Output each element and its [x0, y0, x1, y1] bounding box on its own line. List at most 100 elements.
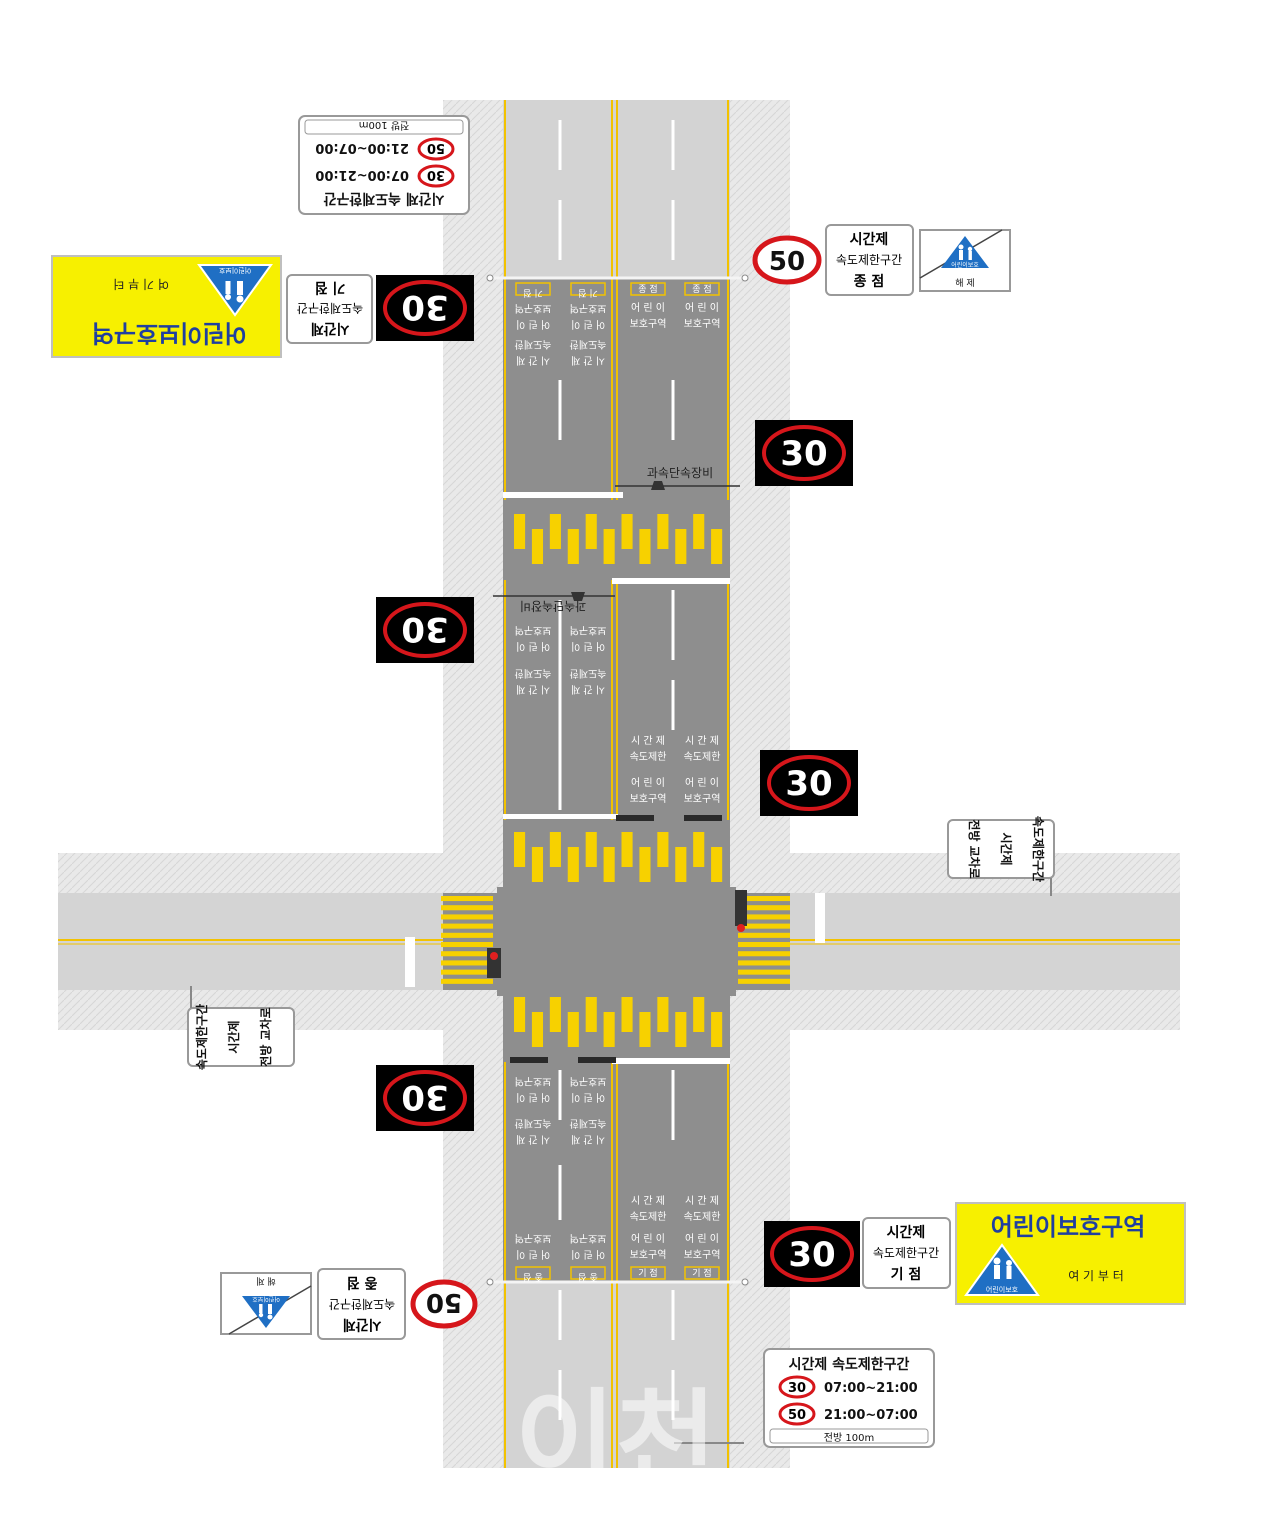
lane-marking-text: 어 린 이: [631, 777, 665, 789]
svg-text:50: 50: [788, 1408, 806, 1423]
svg-text:50: 50: [426, 1287, 462, 1317]
lane-marking-text: 시 간 제: [571, 354, 605, 366]
lane-marking-text: 속도제한: [570, 667, 607, 679]
lane-marking-text: 보호구역: [684, 793, 721, 805]
lane-marking-text: 보호구역: [570, 1232, 607, 1244]
svg-text:07:00~21:00: 07:00~21:00: [315, 167, 409, 182]
lane-dashes: [558, 120, 675, 1420]
svg-text:속도제한구간: 속도제한구간: [329, 1297, 395, 1311]
lane-marking-text: 보호구역: [630, 793, 667, 805]
svg-text:전방 교차로: 전방 교차로: [967, 819, 982, 878]
school-zone-sign-south: 어린이보호구역 어린이보호 여 기 부 터: [955, 1202, 1186, 1305]
svg-text:기 점: 기 점: [891, 1266, 922, 1283]
lane-marking-text: 속도제한: [515, 667, 552, 679]
svg-text:시간제: 시간제: [226, 1020, 241, 1053]
svg-text:여 기 부 터: 여 기 부 터: [1068, 1269, 1124, 1283]
lane-marking-text: 어 린 이: [516, 1248, 550, 1260]
svg-text:30: 30: [780, 434, 827, 474]
svg-text:어린이보호: 어린이보호: [951, 261, 979, 269]
svg-text:30: 30: [401, 609, 448, 649]
svg-text:속도제한구간: 속도제한구간: [873, 1246, 939, 1260]
lane-marking-text: 어 린 이: [571, 1248, 605, 1260]
svg-text:전방 100m: 전방 100m: [824, 1432, 874, 1444]
school-zone-sign-north: 어린이보호구역 어린이보호 여 기 부 터: [51, 255, 282, 358]
svg-text:전방 100m: 전방 100m: [359, 119, 409, 131]
lane-marking-text: 보호구역: [684, 318, 721, 330]
svg-text:어린이보호구역: 어린이보호구역: [92, 319, 247, 347]
vms-30-north-3: 30: [376, 1065, 474, 1131]
lane-marking-text: 어 린 이: [571, 318, 605, 330]
vms-30-south-1: 30: [755, 420, 853, 486]
lane-marking-text: 속도제한: [684, 751, 721, 763]
vms-30-north-2: 30: [376, 597, 474, 663]
children-icon: [258, 1304, 273, 1320]
svg-text:해 제: 해 제: [256, 1275, 275, 1286]
zone-release-sign: 어린이보호 해 제: [919, 229, 1011, 292]
lane-marking-text: 속도제한: [570, 1117, 607, 1129]
lane-marking-text: 속도제한: [515, 338, 552, 350]
svg-text:시간제 속도제한구간: 시간제 속도제한구간: [323, 190, 444, 207]
lane-marking-text: 시 간 제: [571, 683, 605, 695]
lane-marking-text: 종 점: [578, 1271, 597, 1283]
crosswalk-south: [512, 997, 727, 1047]
end-point-sign-rotated: 시간제 속도제한구간 종 점: [317, 1268, 406, 1340]
svg-text:속도제한구간: 속도제한구간: [297, 301, 363, 315]
children-icon: [993, 1257, 1012, 1279]
svg-text:여 기 부 터: 여 기 부 터: [113, 277, 169, 291]
lane-marking-text: 속도제한: [515, 1117, 552, 1129]
lane-marking-text: 기 점: [578, 287, 597, 299]
svg-text:속도제한구간: 속도제한구간: [1031, 816, 1046, 882]
lane-marking-text: 시 간 제: [571, 1133, 605, 1145]
lane-marking-text: 보호구역: [515, 1232, 552, 1244]
svg-text:어린이보호: 어린이보호: [986, 1285, 1019, 1294]
svg-text:30: 30: [788, 1381, 806, 1396]
vms-30-south-2: 30: [760, 750, 858, 816]
lane-marking-text: 보호구역: [515, 302, 552, 314]
lane-marking-text: 종 점: [638, 283, 657, 295]
lane-marking-text: 시 간 제: [631, 1195, 665, 1207]
svg-text:30: 30: [785, 764, 832, 804]
svg-text:기 점: 기 점: [315, 279, 346, 296]
speed-camera-label: 과속단속장비: [647, 466, 713, 480]
speed-camera-south: 과속단속장비: [493, 592, 615, 613]
lane-marking-text: 기 점: [523, 287, 542, 299]
svg-text:50: 50: [427, 140, 445, 155]
svg-text:30: 30: [401, 1077, 448, 1117]
lane-marking-text: 속도제한: [684, 1211, 721, 1223]
watermark: 이천: [515, 1378, 717, 1506]
svg-text:속도제한구간: 속도제한구간: [194, 1004, 209, 1070]
lane-marking-text: 보호구역: [684, 1249, 721, 1261]
intersection: [497, 887, 736, 996]
svg-text:어린이보호: 어린이보호: [218, 266, 251, 275]
children-icon: [958, 244, 973, 260]
svg-text:30: 30: [788, 1235, 835, 1275]
speed-camera-north: 과속단속장비: [615, 466, 740, 490]
lane-marking-text: 속도제한: [570, 338, 607, 350]
crosswalk-west: [441, 896, 493, 984]
crosswalks: [441, 514, 790, 1047]
time-limit-sign-north: 시간제 속도제한구간 30 07:00~21:00 50 21:00~07:00…: [298, 115, 470, 215]
svg-text:어린이보호: 어린이보호: [252, 1295, 280, 1303]
lane-marking-text: 어 린 이: [516, 640, 550, 652]
svg-text:종 점: 종 점: [854, 273, 885, 290]
start-point-sign: 시간제 속도제한구간 기 점: [862, 1217, 951, 1289]
lane-marking-text: 어 린 이: [516, 318, 550, 330]
lane-marking-text: 어 린 이: [516, 1091, 550, 1103]
cross-road-west: [58, 893, 443, 990]
lane-marking-text: 속도제한: [630, 1211, 667, 1223]
lane-marking-text: 어 린 이: [685, 777, 719, 789]
svg-text:시간제 속도제한구간: 시간제 속도제한구간: [789, 1356, 910, 1373]
center-line: [611, 100, 618, 1468]
lane-marking-text: 어 린 이: [685, 1233, 719, 1245]
svg-text:30: 30: [427, 167, 445, 182]
side-street-sign-east: 전방 교차로 시간제 속도제한구간: [947, 816, 1055, 896]
lane-marking-text: 어 린 이: [631, 302, 665, 314]
svg-text:21:00~07:00: 21:00~07:00: [315, 140, 409, 155]
svg-text:전방 교차로: 전방 교차로: [258, 1007, 273, 1066]
lane-marking-text: 종 점: [692, 283, 711, 295]
speed-limit-50-south: 50: [410, 1279, 478, 1329]
svg-text:해 제: 해 제: [955, 278, 974, 289]
crosswalk-middle: [512, 832, 727, 882]
vms-30-north-1: 30: [376, 275, 474, 341]
